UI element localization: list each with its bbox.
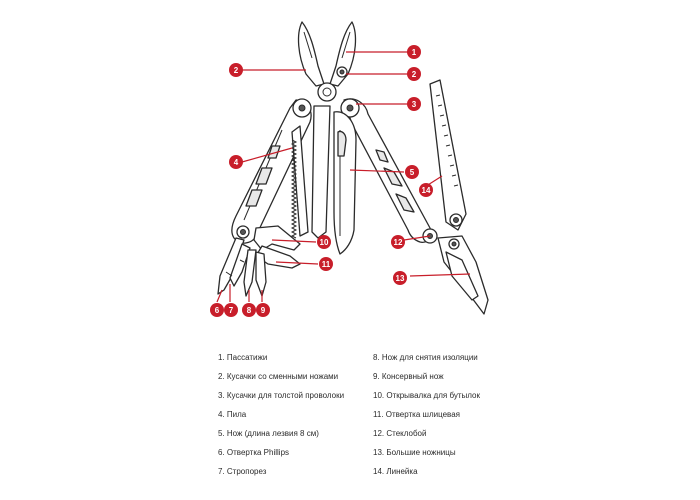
- legend-item: 2. Кусачки со сменными ножами: [218, 372, 339, 381]
- callout-9: 9: [256, 303, 270, 317]
- callout-14: 14: [419, 183, 433, 197]
- callout-6: 6: [210, 303, 224, 317]
- callout-13: 13: [393, 271, 407, 285]
- legend-item: 12. Стеклобой: [373, 429, 427, 438]
- svg-text:2: 2: [234, 66, 239, 75]
- legend-item: 6. Отвертка Phillips: [218, 448, 290, 457]
- ruler-arm: [429, 79, 467, 231]
- svg-text:1: 1: [412, 48, 417, 57]
- small-tools: [217, 225, 301, 297]
- knife-blade: [333, 111, 357, 255]
- saw-blade: [290, 125, 309, 239]
- callout-5: 5: [405, 165, 419, 179]
- callout-10: 10: [317, 235, 331, 249]
- right-handle: [340, 98, 432, 243]
- legend-item: 10. Открывалка для бутылок: [373, 391, 480, 400]
- callout-12: 12: [391, 235, 405, 249]
- svg-text:14: 14: [422, 186, 431, 195]
- pliers-jaws: [297, 21, 357, 102]
- leader-10: [271, 239, 317, 243]
- legend-item: 1. Пассатижи: [218, 353, 268, 362]
- legend-right-column: 8. Нож для снятия изоляции 9. Консервный…: [373, 348, 480, 481]
- callout-8: 8: [242, 303, 256, 317]
- legend-item: 5. Нож (длина лезвия 8 см): [218, 429, 319, 438]
- legend-item: 8. Нож для снятия изоляции: [373, 353, 478, 362]
- callout-11: 11: [319, 257, 333, 271]
- legend-item: 14. Линейка: [373, 467, 418, 476]
- callout-2-right: 2: [407, 67, 421, 81]
- legend-item: 11. Отвертка шлицевая: [373, 410, 460, 419]
- legend-item: 3. Кусачки для толстой проволоки: [218, 391, 345, 400]
- leader-13: [409, 273, 471, 277]
- svg-text:5: 5: [410, 168, 415, 177]
- svg-text:9: 9: [261, 306, 266, 315]
- callout-2-left: 2: [229, 63, 243, 77]
- legend-item: 13. Большие ножницы: [373, 448, 456, 457]
- svg-text:7: 7: [229, 306, 234, 315]
- callout-7: 7: [224, 303, 238, 317]
- leader-4: [241, 147, 293, 163]
- legend-item: 4. Пила: [218, 410, 247, 419]
- svg-text:2: 2: [412, 70, 417, 79]
- center-frame: [311, 105, 331, 239]
- leader-6: [216, 289, 223, 303]
- svg-text:10: 10: [320, 238, 329, 247]
- svg-text:11: 11: [322, 260, 331, 269]
- legend-left-column: 1. Пассатижи 2. Кусачки со сменными ножа…: [218, 348, 344, 481]
- scissors: [422, 228, 489, 315]
- legend-item: 7. Стропорез: [218, 467, 267, 476]
- callout-1: 1: [407, 45, 421, 59]
- svg-text:6: 6: [215, 306, 220, 315]
- callout-3: 3: [407, 97, 421, 111]
- svg-text:12: 12: [394, 238, 403, 247]
- callout-4: 4: [229, 155, 243, 169]
- leader-12: [403, 235, 431, 241]
- svg-text:8: 8: [247, 306, 252, 315]
- svg-text:4: 4: [234, 158, 239, 167]
- legend-item: 9. Консервный нож: [373, 372, 444, 381]
- leader-11: [275, 261, 319, 265]
- svg-text:13: 13: [396, 274, 405, 283]
- svg-text:3: 3: [412, 100, 417, 109]
- leader-5: [349, 169, 405, 173]
